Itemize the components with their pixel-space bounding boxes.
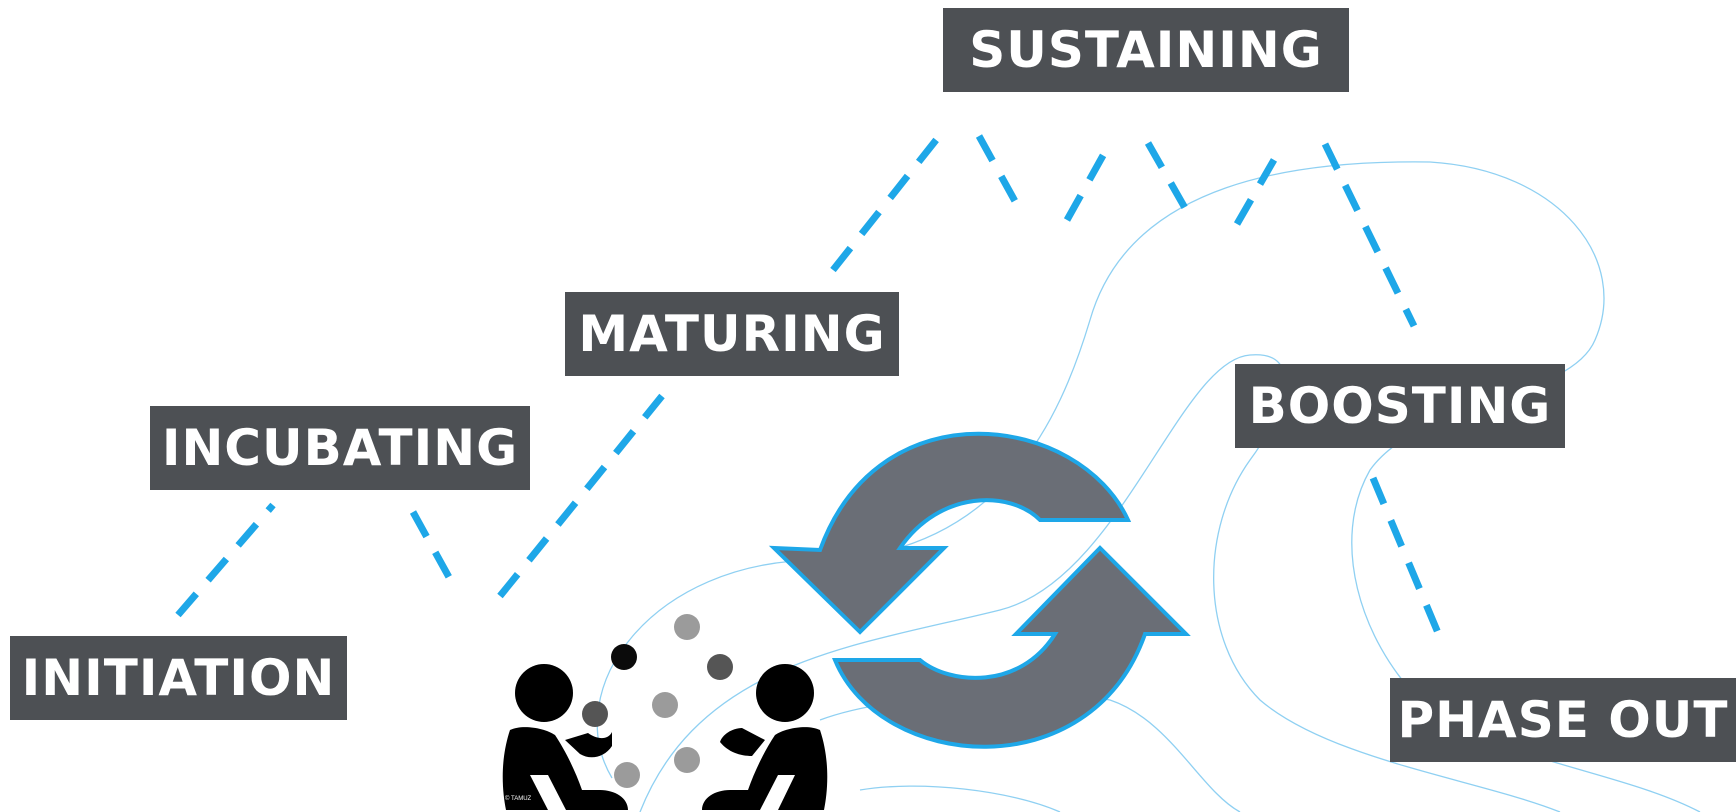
dashed-segment	[409, 510, 459, 590]
person-left-head	[515, 664, 573, 722]
dashed-segment	[1144, 141, 1197, 224]
stage-label-phase-out: PHASE OUT	[1390, 678, 1736, 762]
dashed-segment	[1369, 476, 1445, 642]
copyright-credit: © TAMUZ	[505, 796, 532, 802]
two-people-icon	[502, 664, 828, 810]
cycle-arrows-icon	[768, 431, 1191, 749]
dashed-segment	[975, 134, 1025, 214]
stage-label-maturing: MATURING	[565, 292, 899, 376]
person-left-arm	[565, 732, 612, 758]
dashed-segment	[830, 127, 947, 273]
dashed-segment	[1321, 142, 1418, 328]
stage-label-boosting: BOOSTING	[1235, 364, 1565, 448]
dashed-segment	[1063, 141, 1114, 222]
person-right-body	[702, 727, 828, 810]
person-right-head	[756, 664, 814, 722]
dashed-segment	[1233, 144, 1286, 226]
dashed-segment	[175, 502, 276, 618]
stage-label-incubating: INCUBATING	[150, 406, 530, 490]
person-left-legfoot	[530, 775, 566, 810]
stage-label-sustaining: SUSTAINING	[943, 8, 1349, 92]
person-right-arm	[720, 728, 765, 756]
person-left-body	[502, 727, 628, 810]
lifecycle-dashed-path	[175, 127, 1445, 642]
background-curve	[859, 785, 1061, 812]
idea-dots-icon	[582, 614, 733, 788]
stage-label-initiation: INITIATION	[10, 636, 347, 720]
background-curve	[639, 354, 1561, 812]
person-right-legfoot	[760, 775, 795, 810]
